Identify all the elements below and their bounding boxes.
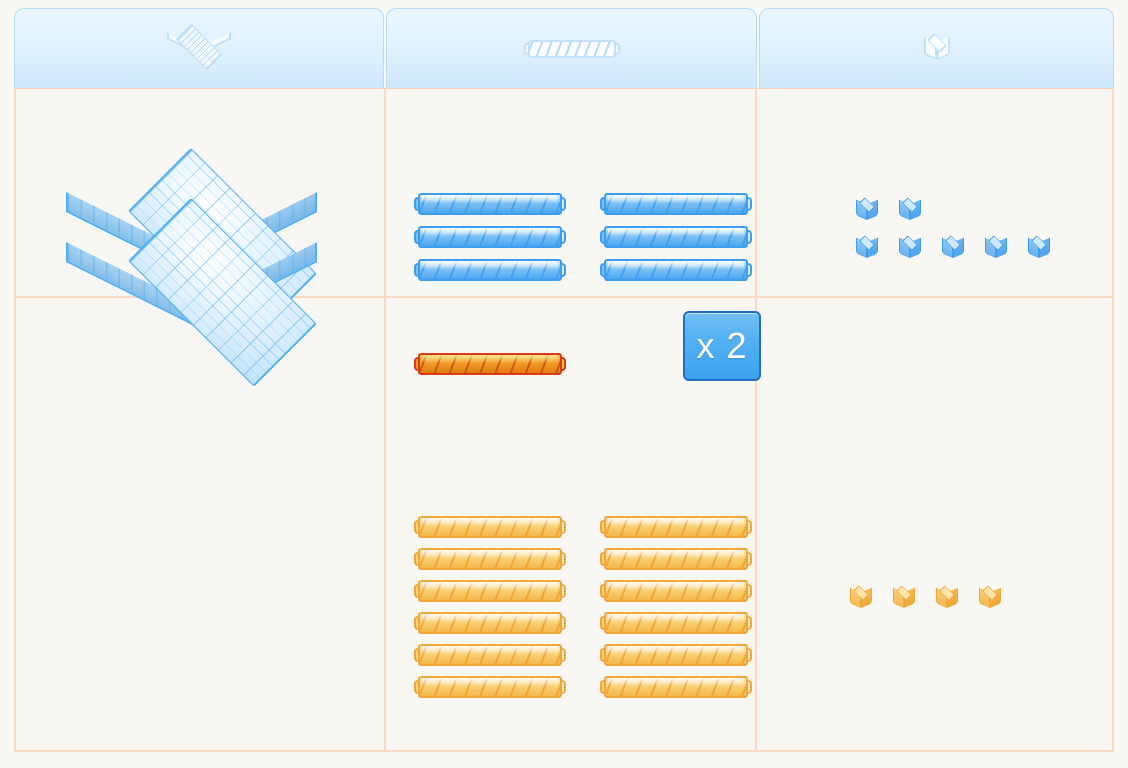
rod-block[interactable] [414, 514, 566, 540]
cell-bottom-tens-selected[interactable] [414, 351, 566, 377]
rod-block-selected[interactable] [414, 351, 566, 377]
unit-cube-block[interactable] [977, 585, 1003, 615]
rod-block[interactable] [414, 610, 566, 636]
unit-cube-block[interactable] [854, 197, 880, 227]
rod-block[interactable] [414, 191, 566, 217]
unit-cube-block[interactable] [983, 235, 1009, 265]
rod-block[interactable] [414, 642, 566, 668]
rod-block[interactable] [414, 674, 566, 700]
rod-block[interactable] [600, 191, 752, 217]
unit-cube-block[interactable] [1026, 235, 1052, 265]
cell-bottom-ones[interactable] [838, 585, 1003, 615]
rod-group-blue [414, 191, 786, 283]
place-value-mat: x 2 [14, 8, 1114, 752]
unit-cube-block[interactable] [891, 585, 917, 615]
rod-block[interactable] [600, 578, 752, 604]
unit-cube-block[interactable] [940, 235, 966, 265]
unit-cube-block[interactable] [854, 235, 880, 265]
unit-cube-block[interactable] [897, 197, 923, 227]
cell-top-tens[interactable] [414, 191, 786, 283]
rod-block[interactable] [600, 674, 752, 700]
column-header-ones[interactable] [759, 8, 1114, 88]
cube-group-blue [838, 197, 1052, 265]
cube-row [854, 235, 1052, 265]
rod-group-orange [414, 514, 786, 700]
cell-top-ones[interactable] [838, 197, 1052, 265]
rod-block[interactable] [600, 610, 752, 636]
cell-top-hundreds[interactable] [66, 144, 317, 387]
column-header-tens[interactable] [386, 8, 757, 88]
rod-icon [523, 38, 620, 60]
rod-block[interactable] [600, 224, 752, 250]
rod-block[interactable] [414, 546, 566, 572]
multiplier-badge[interactable]: x 2 [683, 311, 761, 381]
cube-row [854, 197, 1052, 227]
grid-divider-vertical-1 [384, 89, 386, 750]
column-headers [14, 8, 1114, 88]
rod-block[interactable] [414, 578, 566, 604]
rod-block[interactable] [600, 642, 752, 668]
unit-cube-block[interactable] [848, 585, 874, 615]
rod-block[interactable] [600, 514, 752, 540]
flat-block[interactable] [66, 194, 317, 387]
rod-block[interactable] [414, 224, 566, 250]
flat-plate-icon [149, 23, 249, 75]
unit-cube-icon [921, 32, 953, 66]
cell-bottom-tens[interactable] [414, 514, 786, 700]
grid-divider-vertical-2 [755, 89, 757, 750]
flat-stack-blue [66, 144, 317, 387]
column-header-hundreds[interactable] [14, 8, 384, 88]
grid-divider-horizontal [16, 296, 1112, 298]
cube-group-orange [848, 585, 1003, 615]
unit-cube-block[interactable] [934, 585, 960, 615]
unit-cube-block[interactable] [897, 235, 923, 265]
rod-block[interactable] [600, 546, 752, 572]
mat-grid [14, 88, 1114, 752]
rod-block[interactable] [600, 257, 752, 283]
rod-block[interactable] [414, 257, 566, 283]
